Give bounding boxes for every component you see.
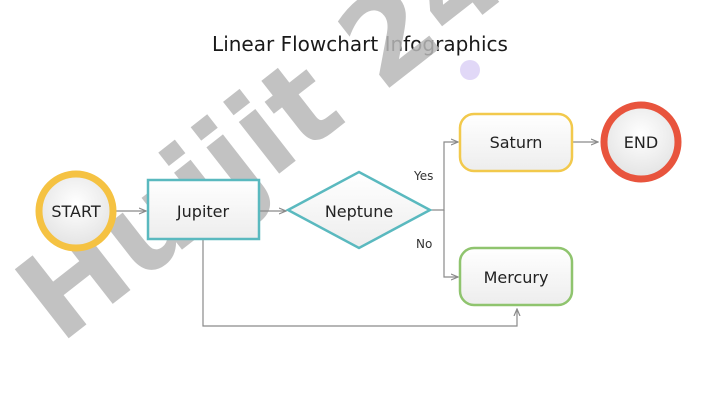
node-saturn[interactable]: Saturn	[458, 112, 574, 173]
diagram-title: Linear Flowchart Infographics	[212, 32, 508, 56]
edge-neptune-saturn	[430, 142, 458, 211]
node-jupiter[interactable]: Jupiter	[146, 178, 261, 241]
node-end[interactable]: END	[600, 101, 682, 183]
node-neptune-label: Neptune	[325, 202, 393, 221]
node-start-label: START	[51, 202, 101, 221]
edge-jupiter-mercury-loop	[202, 240, 517, 327]
node-mercury[interactable]: Mercury	[458, 246, 574, 307]
edge-neptune-mercury	[443, 210, 458, 277]
node-saturn-label: Saturn	[490, 133, 543, 152]
edge-label-no: No	[416, 237, 432, 251]
node-end-label: END	[624, 133, 658, 152]
node-mercury-label: Mercury	[484, 268, 549, 287]
node-start[interactable]: START	[35, 170, 117, 252]
connectors	[114, 142, 598, 327]
node-neptune[interactable]: Neptune	[285, 170, 433, 250]
node-jupiter-label: Jupiter	[176, 202, 230, 221]
edge-label-yes: Yes	[413, 169, 433, 183]
